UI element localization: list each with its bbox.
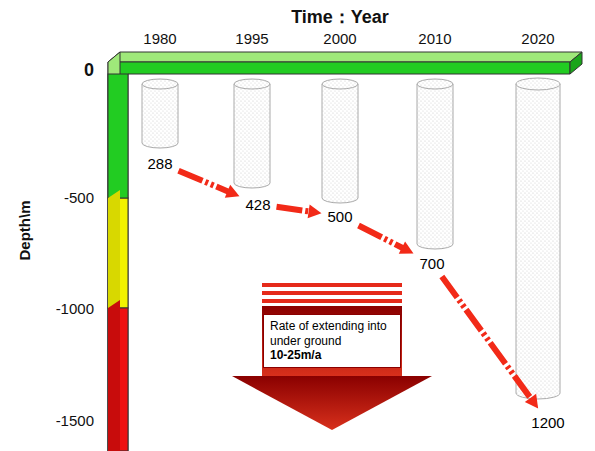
axis-title: Time：Year — [291, 5, 389, 29]
tick-label: -1500 — [56, 412, 94, 429]
depth-number: 428 — [245, 196, 270, 213]
rate-box: Rate of extending into under ground10-25… — [263, 314, 401, 367]
time-bar-top — [108, 52, 582, 62]
tick-label: -1000 — [56, 300, 94, 317]
axis-label: Depth\m — [16, 200, 33, 260]
arrow-head — [399, 241, 414, 253]
year-label: 2000 — [323, 30, 356, 47]
depth-arrow — [277, 204, 322, 218]
depth-bar-side — [108, 190, 120, 308]
depth-value: 500 — [325, 207, 354, 226]
arrow-head — [225, 185, 240, 198]
tick-label: -500 — [64, 189, 94, 206]
time-bar — [108, 62, 570, 451]
year-label: 1995 — [235, 30, 268, 47]
depth-bar-side — [108, 300, 120, 451]
rate-arrow — [232, 283, 432, 430]
depth-arrow — [442, 277, 538, 409]
depth-arrow — [179, 171, 240, 198]
arrow-line — [359, 225, 405, 249]
depth-value: 700 — [417, 254, 446, 273]
year-label: 2010 — [418, 30, 451, 47]
tick-label: 0 — [84, 60, 94, 81]
depth-bar-green — [108, 74, 128, 198]
arrow-line — [277, 207, 312, 212]
depth-number: 700 — [419, 255, 444, 272]
depth-arrow — [359, 225, 414, 253]
arrow-head — [525, 394, 538, 409]
depth-value: 1200 — [529, 413, 566, 432]
depth-value: 288 — [145, 154, 174, 173]
depth-number: 288 — [147, 155, 172, 172]
depth-value: 428 — [243, 195, 272, 214]
note-text: Rate of extending into under ground — [270, 319, 394, 348]
time-bar-end — [570, 52, 582, 74]
rate-value: 10-25m/a — [270, 348, 394, 362]
arrow-line — [442, 277, 532, 401]
depth-number: 500 — [327, 208, 352, 225]
arrow-line — [179, 171, 231, 193]
year-label: 2020 — [521, 30, 554, 47]
year-label: 1980 — [143, 30, 176, 47]
depth-number: 1200 — [531, 414, 564, 431]
arrow-head — [308, 204, 322, 218]
